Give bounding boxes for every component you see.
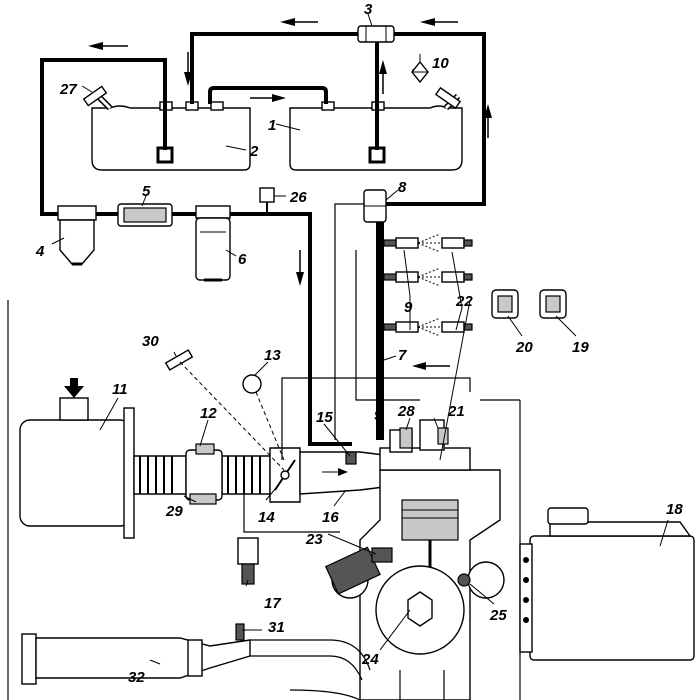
ignition-coil-20 <box>491 289 519 319</box>
callout-3: 3 <box>364 1 373 18</box>
callout-5: 5 <box>142 183 151 200</box>
pressure-sensor-26 <box>259 187 275 214</box>
coolant-sensor-28 <box>399 427 413 449</box>
air-flow-meter-12 <box>185 443 223 505</box>
callout-22: 22 <box>455 293 473 310</box>
fine-filter-6 <box>195 205 231 282</box>
callout-30: 30 <box>142 333 159 350</box>
callout-31: 31 <box>268 619 285 636</box>
crank-sensor-25 <box>457 573 471 587</box>
callout-20: 20 <box>515 339 533 356</box>
callout-25: 25 <box>489 607 507 624</box>
callout-19: 19 <box>572 339 589 356</box>
filler-cap-27 <box>82 85 113 111</box>
throttle-pedal-30 <box>164 349 285 471</box>
knock-sensor-23 <box>371 547 393 563</box>
callout-10: 10 <box>432 55 449 72</box>
oxygen-sensor-31 <box>235 623 245 641</box>
callout-23: 23 <box>305 531 323 548</box>
callout-labels: 1 2 3 4 5 6 7 8 9 9 10 11 12 13 14 15 16… <box>35 1 683 686</box>
callout-1: 1 <box>268 117 276 134</box>
valve-symbol-10 <box>411 54 429 84</box>
throttle-body-14 <box>269 447 301 503</box>
callout-11: 11 <box>112 381 128 398</box>
fuel-injectors-9 <box>383 233 441 337</box>
filler-cap-right <box>434 86 462 111</box>
fuel-pump-5 <box>117 203 173 227</box>
callout-29: 29 <box>165 503 183 520</box>
callout-27: 27 <box>59 81 77 98</box>
catalytic-converter-32 <box>21 633 251 685</box>
fuel-pipes <box>40 32 486 446</box>
callout-32: 32 <box>128 669 145 686</box>
callout-6: 6 <box>238 251 247 268</box>
callout-26: 26 <box>289 189 307 206</box>
callout-7: 7 <box>398 347 407 364</box>
callout-28: 28 <box>397 403 415 420</box>
sensor-13 <box>242 374 285 461</box>
callout-14: 14 <box>258 509 275 526</box>
exhaust-pipe <box>250 639 371 700</box>
ignition-coil-19 <box>539 289 567 319</box>
sensor-15 <box>345 451 357 465</box>
coarse-filter-4 <box>57 205 97 266</box>
callout-15: 15 <box>316 409 333 426</box>
air-filter-11 <box>19 378 135 539</box>
leader-lines <box>51 13 669 665</box>
callout-24: 24 <box>361 651 379 668</box>
callout-2: 2 <box>249 143 259 160</box>
vacuum-hose <box>281 377 471 460</box>
fuel-tank-2 <box>91 101 251 171</box>
idle-actuator-17 <box>237 537 259 585</box>
callout-16: 16 <box>322 509 339 526</box>
spark-plugs-22 <box>441 237 473 333</box>
ecu-18 <box>519 507 695 661</box>
callout-9-upper: 9 <box>404 299 413 316</box>
flow-arrows <box>88 18 492 370</box>
callout-13: 13 <box>264 347 281 364</box>
callout-17: 17 <box>264 595 281 612</box>
callout-9-lower: 9 <box>374 407 383 424</box>
callout-12: 12 <box>200 405 217 422</box>
pressure-regulator-8 <box>363 189 387 223</box>
callout-4: 4 <box>35 243 45 260</box>
callout-8: 8 <box>398 179 407 196</box>
callout-21: 21 <box>447 403 465 420</box>
callout-18: 18 <box>666 501 683 518</box>
tee-valve-3 <box>357 25 395 43</box>
